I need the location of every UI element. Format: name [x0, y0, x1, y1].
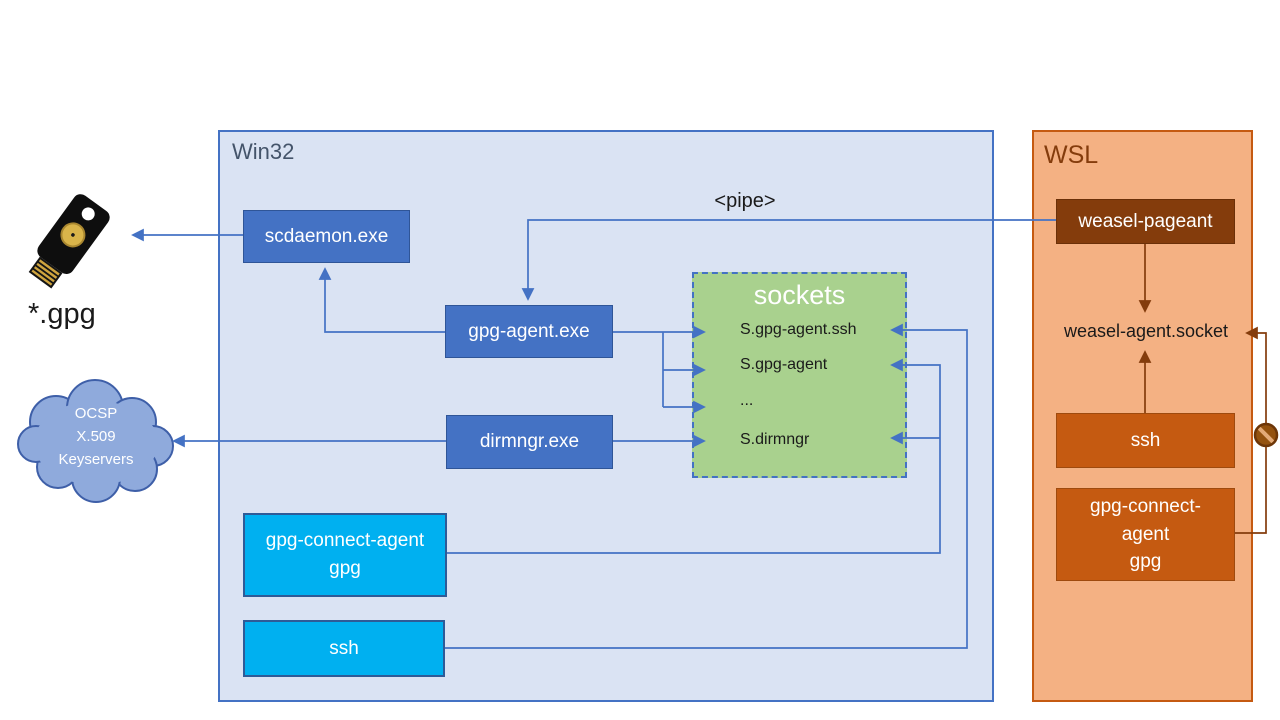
node-win-gpg-connect-agent-line1: gpg-connect-agent [265, 530, 425, 552]
node-dirmngr: dirmngr.exe [446, 415, 613, 469]
node-win-gpg-connect-agent: gpg-connect-agent gpg [243, 513, 447, 597]
keyservers-cloud-text: OCSP X.509 Keyservers [25, 402, 167, 471]
sockets-group: sockets S.gpg-agent.ssh S.gpg-agent ... … [692, 272, 907, 478]
node-scdaemon: scdaemon.exe [243, 210, 410, 263]
node-win-ssh: ssh [243, 620, 445, 677]
cloud-line-ocsp: OCSP [74, 405, 118, 422]
pipe-label: <pipe> [714, 190, 776, 212]
node-weasel-pageant: weasel-pageant [1056, 199, 1235, 244]
node-gpg-agent-label: gpg-agent.exe [468, 320, 590, 342]
socket-dirmngr: S.dirmngr [740, 431, 810, 448]
node-wsl-ssh: ssh [1056, 413, 1235, 468]
node-wsl-gpg-connect-agent: gpg-connect- agent gpg [1056, 488, 1235, 581]
node-dirmngr-label: dirmngr.exe [479, 431, 580, 453]
socket-gpg-agent-ssh: S.gpg-agent.ssh [740, 321, 857, 338]
weasel-agent-socket-label: weasel-agent.socket [1063, 321, 1229, 341]
node-wsl-ssh-label: ssh [1130, 429, 1161, 451]
node-weasel-pageant-label: weasel-pageant [1078, 210, 1213, 232]
yubikey-icon [28, 194, 110, 289]
no-entry-icon [1253, 422, 1279, 448]
keyservers-cloud-icon [17, 379, 174, 503]
node-scdaemon-label: scdaemon.exe [264, 225, 389, 247]
socket-ellipsis: ... [740, 392, 754, 409]
node-win-ssh-label: ssh [329, 637, 359, 659]
node-wsl-gpg-connect-agent-line1: gpg-connect- [1090, 496, 1201, 518]
node-gpg-agent: gpg-agent.exe [445, 305, 613, 358]
gpg-files-label: *.gpg [28, 298, 96, 330]
wsl-zone-label: WSL [1044, 141, 1099, 169]
cloud-line-keyservers: Keyservers [58, 451, 134, 468]
yubikey-hole [81, 207, 95, 221]
node-wsl-gpg-connect-agent-line3: gpg [1129, 551, 1162, 573]
win32-zone-label: Win32 [232, 139, 295, 164]
cloud-line-x509: X.509 [76, 428, 116, 445]
node-wsl-gpg-connect-agent-line2: agent [1121, 523, 1170, 545]
socket-gpg-agent: S.gpg-agent [740, 356, 828, 373]
sockets-title: sockets [753, 280, 846, 310]
node-win-gpg-connect-agent-line2: gpg [329, 558, 361, 579]
